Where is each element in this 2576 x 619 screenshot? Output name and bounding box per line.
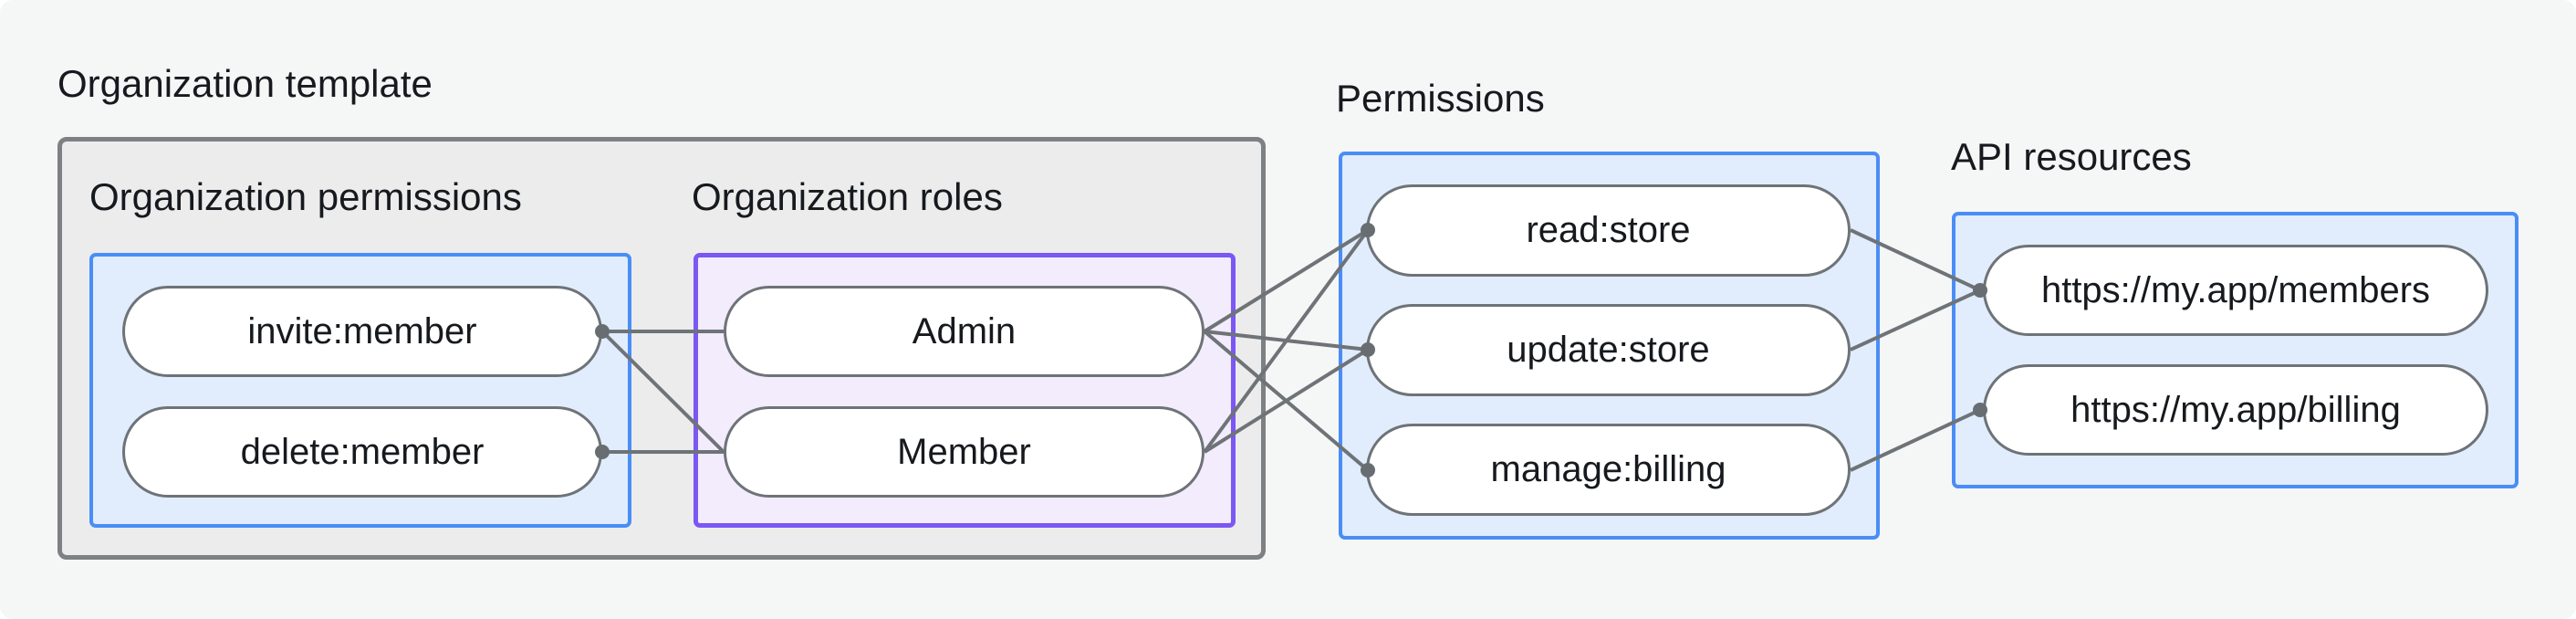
node-invite-member: invite:member (122, 286, 602, 377)
organization-template-label: Organization template (57, 62, 433, 105)
node-billing-api-resource: https://my.app/billing (1983, 364, 2488, 456)
api-resources-label: API resources (1951, 135, 2192, 178)
node-member-role: Member (724, 406, 1205, 498)
organization-roles-label: Organization roles (692, 175, 1003, 218)
node-delete-member: delete:member (122, 406, 602, 498)
node-read-store: read:store (1366, 184, 1851, 277)
node-members-api-resource: https://my.app/members (1983, 245, 2488, 336)
node-manage-billing: manage:billing (1366, 424, 1851, 516)
organization-permissions-label: Organization permissions (89, 175, 522, 218)
permissions-label: Permissions (1336, 77, 1545, 120)
node-admin-role: Admin (724, 286, 1205, 377)
node-update-store: update:store (1366, 304, 1851, 396)
